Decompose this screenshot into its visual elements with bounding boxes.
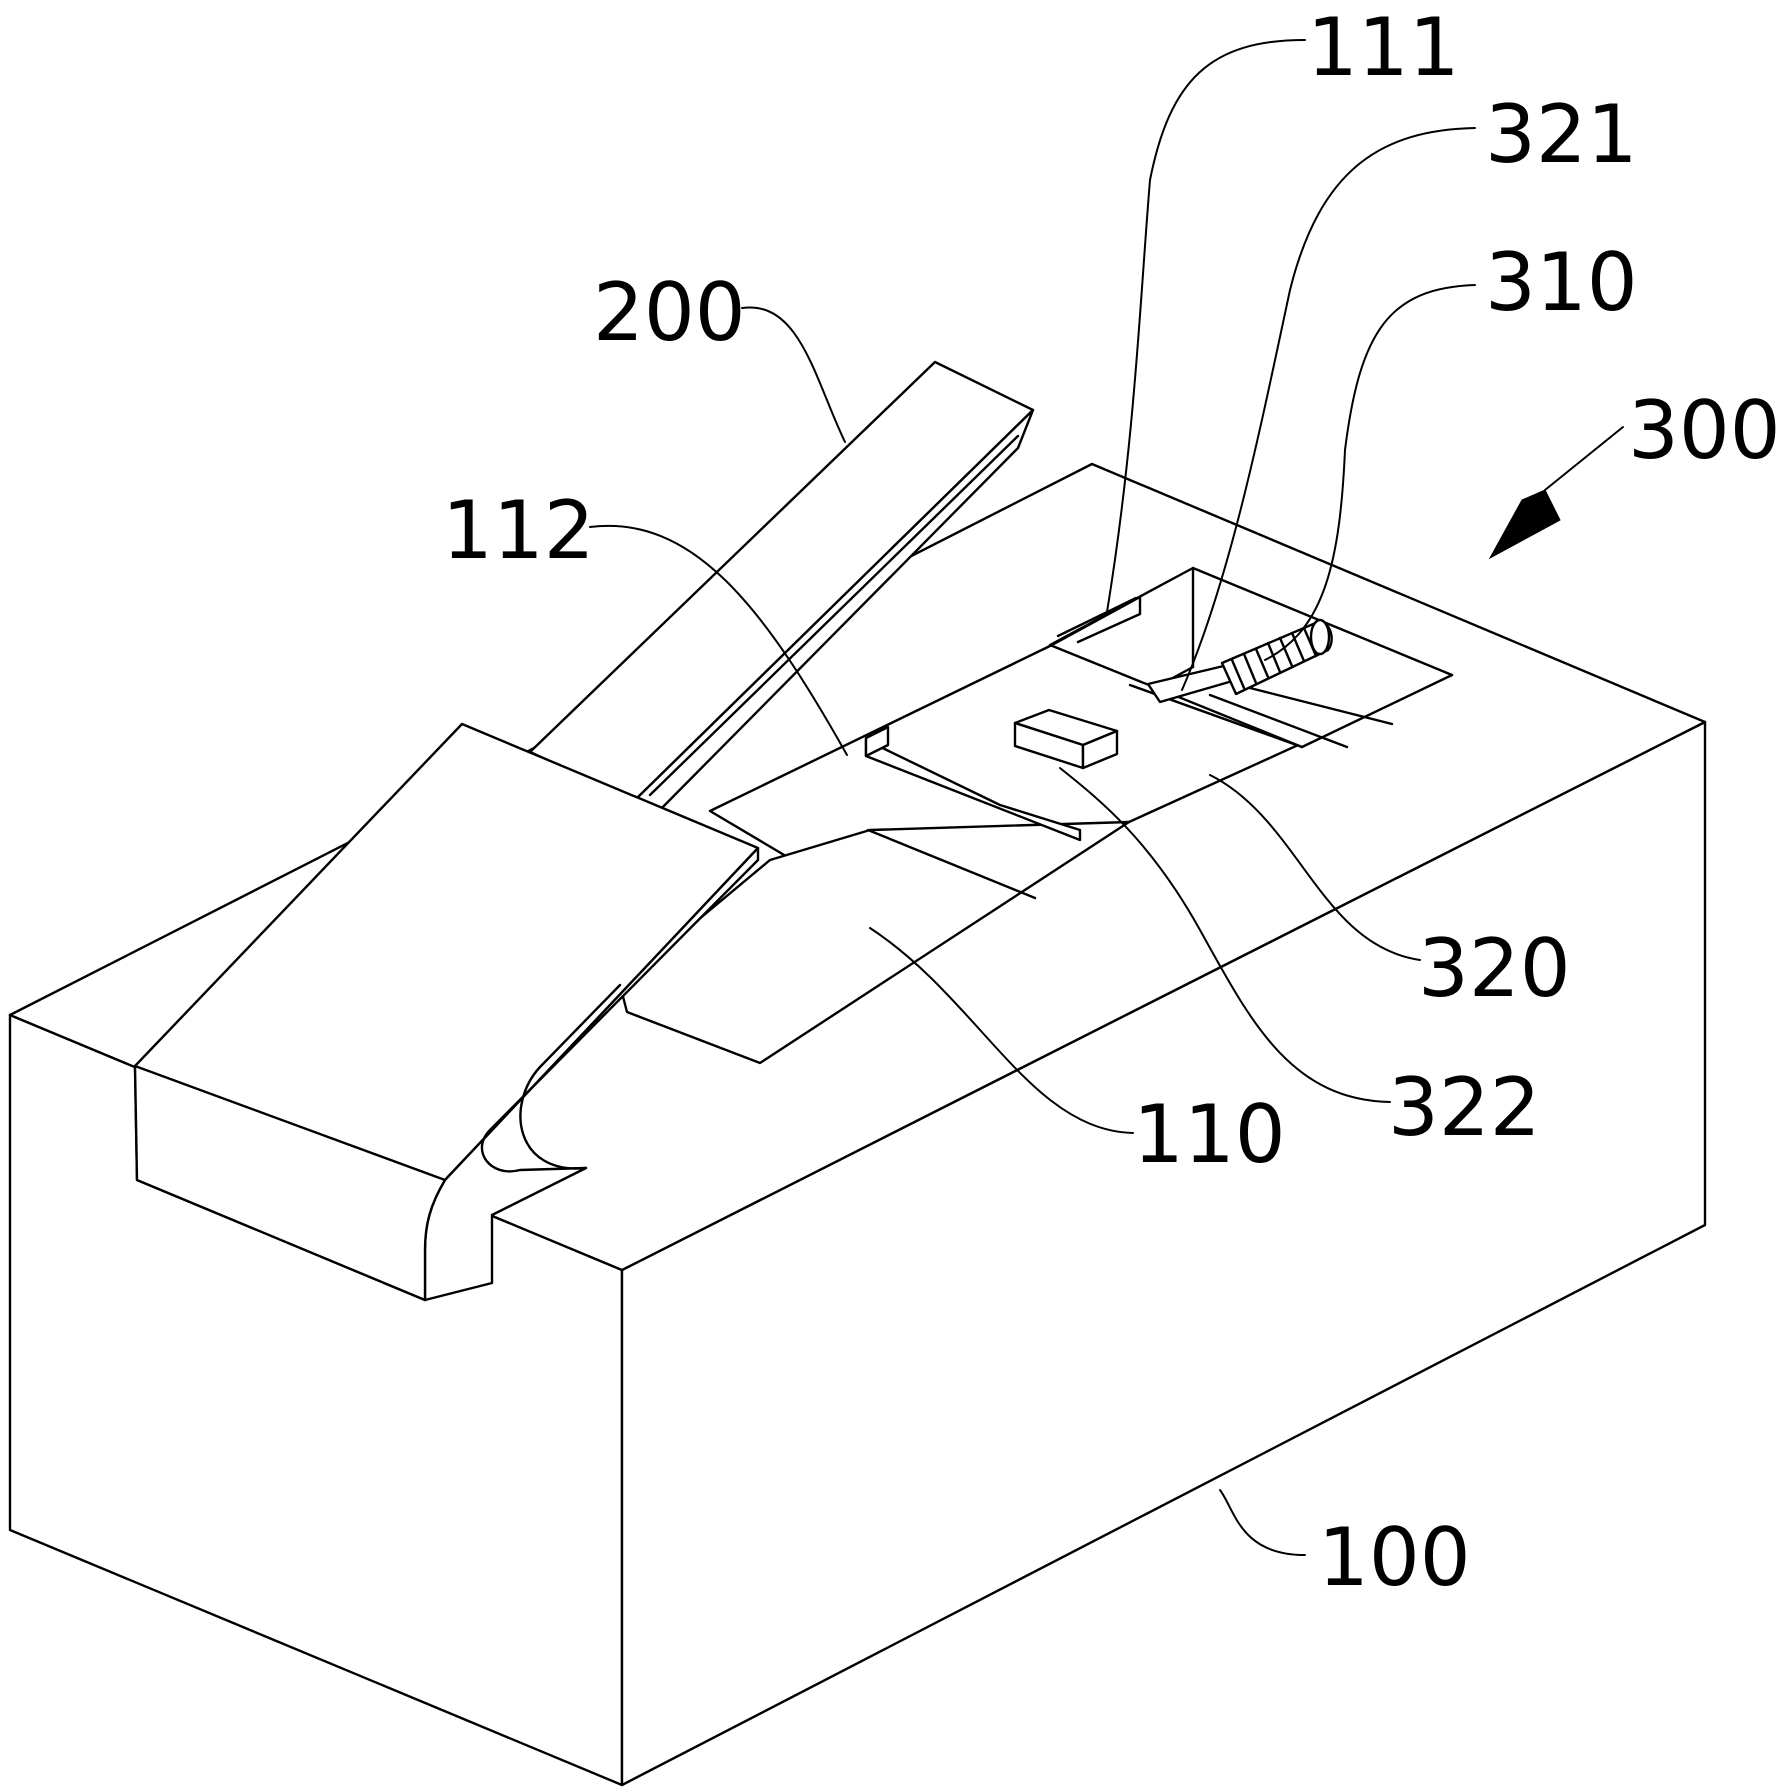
label-200: 200 [593,266,746,359]
label-112: 112 [442,484,595,577]
handle-front-face [133,1064,447,1302]
recess-rail-c [1248,686,1394,726]
leader-200 [741,306,846,443]
label-320: 320 [1418,922,1571,1015]
label-310: 310 [1485,236,1638,329]
arm-edge-line [648,434,1020,797]
recess-rail-b [1208,693,1349,749]
leader-lines [589,39,1624,1556]
leader-300 [1544,426,1624,491]
spring-310 [1220,618,1333,696]
top-details [618,566,1454,1065]
pivot-block-112 [864,725,890,758]
leader-322 [1059,767,1391,1103]
leader-310 [1264,284,1476,661]
label-100: 100 [1318,1511,1471,1604]
handle-slot-curve [519,983,622,1170]
leader-112 [589,524,848,756]
leader-321 [1181,127,1476,691]
label-300: 300 [1628,384,1781,477]
groove-line [1056,596,1138,638]
recess-top-groove-111 [1050,595,1142,647]
leader-110 [869,927,1134,1134]
slot-divider [866,828,1037,900]
label-322: 322 [1388,1061,1541,1154]
label-110: 110 [1133,1088,1286,1181]
arrowhead-300 [1488,489,1561,560]
leader-111 [1106,39,1306,613]
leader-100 [1219,1489,1306,1556]
handle-front [133,722,760,1302]
label-321: 321 [1485,88,1638,181]
label-111: 111 [1307,1,1460,94]
arm-200 [528,360,1035,822]
reference-numerals: 111 321 310 200 300 112 320 110 322 100 [442,1,1781,1604]
block-322 [1013,708,1119,770]
leader-320 [1209,774,1421,961]
